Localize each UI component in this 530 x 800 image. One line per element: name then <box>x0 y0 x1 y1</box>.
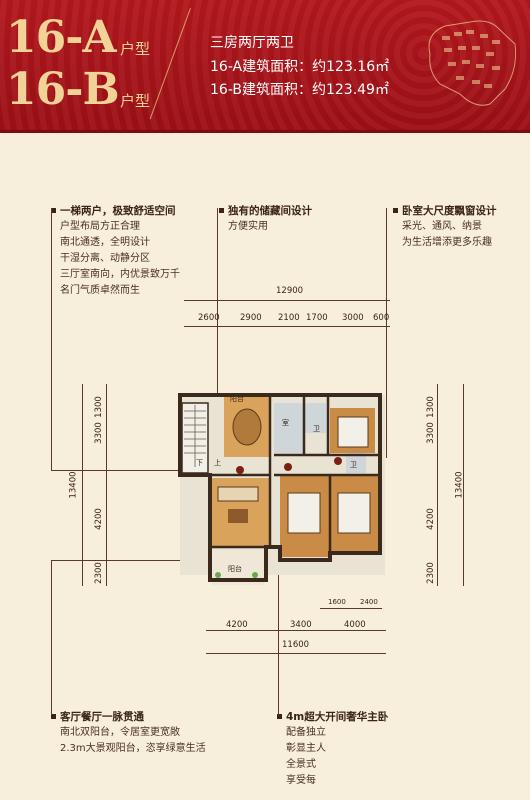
header-pattern <box>0 0 530 133</box>
dim-line-bottom-small <box>320 608 382 609</box>
dim-right-total: 13400 <box>454 471 465 499</box>
dim-left-seg: 4200 <box>93 508 104 530</box>
note-left-bottom: 客厅餐厅一脉贯通 南北双阳台，令居室更宽敞 2.3m大景观阳台，恣享绿意生活 <box>51 709 206 757</box>
dim-right-seg: 3300 <box>425 422 436 444</box>
dim-bottom-small: 2400 <box>360 598 378 606</box>
dim-bottom-small: 1600 <box>328 598 346 606</box>
area-a-spec: 16-A建筑面积：约123.16㎡ <box>210 59 390 75</box>
dim-top-total: 12900 <box>276 286 304 296</box>
bath-1-floor <box>304 403 326 433</box>
room-label: 阳台 <box>228 564 242 573</box>
bed-2 <box>337 492 371 534</box>
note-bullet <box>219 208 224 213</box>
bath-2-floor <box>346 453 366 473</box>
room-label: 室 <box>282 418 289 427</box>
dim-line-top-segments <box>184 326 390 327</box>
note-bullet <box>393 208 398 213</box>
dim-left-total: 13400 <box>68 471 79 499</box>
dim-line-top-total <box>184 300 390 301</box>
note-line: 全景式 <box>286 759 316 770</box>
dim-right-seg: 1300 <box>425 396 436 418</box>
note-line: 配备独立 <box>286 727 326 738</box>
note-line: 干湿分离、动静分区 <box>60 253 150 264</box>
note-bullet <box>51 208 56 213</box>
dim-bottom-seg: 4000 <box>344 620 366 630</box>
dim-line-bottom-segments <box>206 630 386 631</box>
dim-top-seg: 2100 <box>278 313 300 323</box>
dim-top-seg: 1700 <box>306 313 328 323</box>
floor-plan: 阳台 室 卫 卫 阳台 下 上 <box>178 393 385 585</box>
note-title: 卧室大尺度飘窗设计 <box>402 205 497 217</box>
bed-3 <box>337 416 369 448</box>
type-b-title: 16-B <box>6 64 120 115</box>
note-right-bottom: 4m超大开间奢华主卧 配备独立 彰显主人 全景式 享受每 <box>277 709 389 789</box>
leader-line <box>51 470 211 471</box>
type-a-title: 16-A <box>6 12 117 63</box>
leader-line <box>51 560 52 715</box>
leader-line <box>386 208 387 458</box>
type-a-unit-label: 户型 <box>120 40 151 58</box>
dining-table <box>232 408 262 446</box>
coffee-table <box>228 509 248 523</box>
note-line: 为生活增添更多乐趣 <box>402 237 492 248</box>
dim-top-seg: 3000 <box>342 313 364 323</box>
dim-right-seg: 4200 <box>425 508 436 530</box>
dim-left-seg: 1300 <box>93 396 104 418</box>
stair-label: 上 <box>214 458 221 467</box>
note-line: 户型布局方正合理 <box>60 221 140 232</box>
leader-line <box>51 208 52 470</box>
room-label: 卫 <box>313 425 320 433</box>
site-map-icon <box>428 20 516 106</box>
note-line: 南北双阳台，令居室更宽敞 <box>60 727 180 738</box>
dim-line-right-total <box>463 384 464 586</box>
note-title: 一梯两户，极致舒适空间 <box>60 205 176 217</box>
note-line: 享受每 <box>286 775 316 786</box>
room-label: 卫 <box>350 461 357 469</box>
header-bottom-band <box>0 130 530 133</box>
kitchen-floor <box>274 403 304 453</box>
dim-line-left-segments <box>106 384 107 586</box>
dim-line-left-total <box>82 384 83 586</box>
leader-line <box>217 208 218 448</box>
dim-top-seg: 2900 <box>240 313 262 323</box>
note-line: 三厅室南向，内优景致万千 <box>60 269 180 280</box>
bed-1 <box>287 492 321 534</box>
leader-line <box>51 560 221 561</box>
dim-top-seg: 600 <box>373 313 390 323</box>
note-right-top: 卧室大尺度飘窗设计 采光、通风、纳景 为生活增添更多乐趣 <box>393 203 497 251</box>
dim-left-seg: 3300 <box>93 422 104 444</box>
dim-line-right-segments <box>437 384 438 586</box>
note-line: 彰显主人 <box>286 743 326 754</box>
note-bullet <box>277 714 282 719</box>
dim-bottom-total: 11600 <box>282 640 310 650</box>
dim-left-seg: 2300 <box>93 562 104 584</box>
dim-bottom-seg: 3400 <box>290 620 312 630</box>
note-title: 独有的储藏间设计 <box>228 205 312 217</box>
note-mid-top: 独有的储藏间设计 方便实用 <box>219 203 312 235</box>
note-line: 采光、通风、纳景 <box>402 221 482 232</box>
layout-spec: 三房两厅两卫 <box>210 35 294 51</box>
note-bullet <box>51 714 56 719</box>
note-line: 方便实用 <box>228 221 268 232</box>
sofa <box>217 486 259 502</box>
note-left-top: 一梯两户，极致舒适空间 户型布局方正合理 南北通透，全明设计 干湿分离、动静分区… <box>51 203 180 299</box>
dim-top-seg: 2600 <box>198 313 220 323</box>
note-line: 名门气质卓然而生 <box>60 285 140 296</box>
header-banner: 16-A 户型 16-B 户型 三房两厅两卫 16-A建筑面积：约123.16㎡… <box>0 0 530 133</box>
dim-line-bottom-total <box>206 653 386 654</box>
note-line: 南北通透，全明设计 <box>60 237 150 248</box>
area-b-spec: 16-B建筑面积：约123.49㎡ <box>210 82 389 98</box>
note-line: 2.3m大景观阳台，恣享绿意生活 <box>60 743 206 754</box>
note-title: 4m超大开间奢华主卧 <box>286 711 389 723</box>
note-title: 客厅餐厅一脉贯通 <box>60 711 144 723</box>
type-b-unit-label: 户型 <box>120 92 151 110</box>
leader-line <box>278 560 279 715</box>
stair-label: 下 <box>196 459 203 467</box>
dim-right-seg: 2300 <box>425 562 436 584</box>
room-label: 阳台 <box>230 394 244 403</box>
dim-bottom-seg: 4200 <box>226 620 248 630</box>
